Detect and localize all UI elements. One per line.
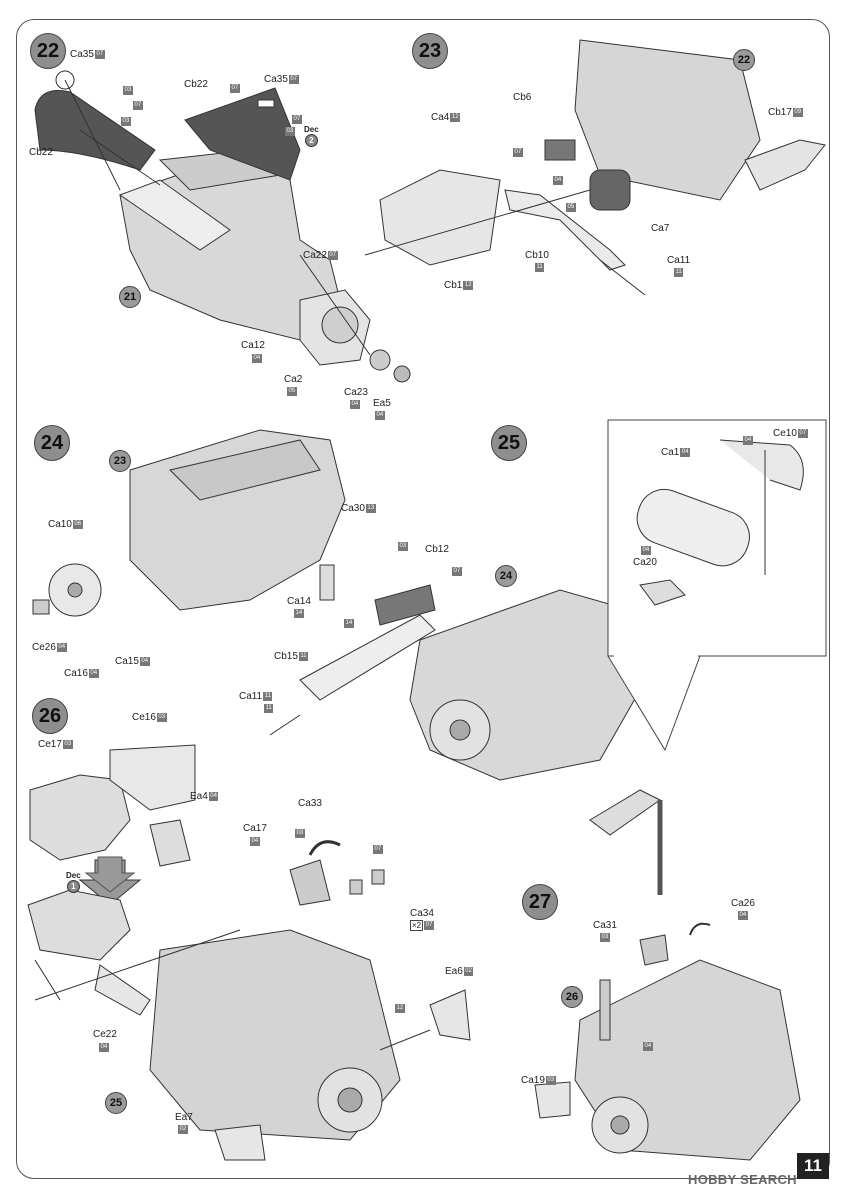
part-label: Ca11	[667, 255, 691, 266]
sub-step-ref: 26	[561, 986, 583, 1008]
decal-marker: Dec 2	[304, 125, 319, 147]
code-badge: 04	[743, 436, 753, 445]
part-label: Ca17	[243, 823, 267, 834]
sub-step-ref: 25	[105, 1092, 127, 1114]
sub-step-ref: 21	[119, 286, 141, 308]
watermark: HOBBY SEARCH	[688, 1172, 797, 1187]
part-label: Ca31	[593, 920, 617, 931]
code-badge: 14	[294, 609, 304, 618]
code-badge: 05	[566, 203, 576, 212]
code-badge: 07	[230, 84, 240, 93]
page-frame	[16, 19, 830, 1179]
part-label: Ea5	[373, 398, 391, 409]
code-badge: 11	[674, 268, 684, 277]
part-label: Cb22	[29, 147, 53, 158]
code-badge: 12	[395, 1004, 405, 1013]
sub-step-ref: 24	[495, 565, 517, 587]
part-label: Ca33	[298, 798, 322, 809]
part-label: Cb6	[513, 92, 532, 103]
code-badge: 03	[121, 117, 131, 126]
code-badge: 07	[373, 845, 383, 854]
code-badge: 04	[643, 1042, 653, 1051]
code-badge: 04	[553, 176, 563, 185]
part-label: Ea7	[175, 1112, 193, 1123]
code-badge: 11	[535, 263, 545, 272]
decal-marker: Dec 1	[66, 871, 81, 893]
part-label: Ca23	[344, 387, 368, 398]
code-badge: 04	[738, 911, 748, 920]
step27-engine-drawing	[534, 922, 801, 1161]
code-badge: 14	[344, 619, 354, 628]
step-number: 27	[522, 884, 558, 920]
step26-engine-drawing	[27, 744, 471, 1161]
code-badge: 07	[452, 567, 462, 576]
code-badge: 04	[641, 546, 651, 555]
code-badge: 03	[600, 933, 610, 942]
code-badge: 03	[285, 127, 295, 136]
part-label: Ce22	[93, 1029, 117, 1040]
step24-engine-drawing	[32, 429, 436, 736]
code-badge: 05	[287, 387, 297, 396]
step23-engine-drawing	[364, 39, 826, 296]
code-badge: 04	[250, 837, 260, 846]
part-label: Cb12	[425, 544, 449, 555]
step22-engine-drawing	[34, 70, 411, 383]
step-number: 25	[491, 425, 527, 461]
code-badge: 03	[398, 542, 408, 551]
part-label: Ca7	[651, 223, 670, 234]
code-badge: 04	[252, 354, 262, 363]
code-badge: 04	[375, 411, 385, 420]
code-badge: 03	[123, 86, 133, 95]
code-badge: 04	[99, 1043, 109, 1052]
step-number: 22	[30, 33, 66, 69]
code-badge: 04	[350, 400, 360, 409]
code-badge: 07	[292, 115, 302, 124]
code-badge: 07	[513, 148, 523, 157]
code-badge: 11	[264, 704, 274, 713]
part-label: Ca12	[241, 340, 265, 351]
part-label: Ca26	[731, 898, 755, 909]
step-number: 24	[34, 425, 70, 461]
sub-step-ref: 22	[733, 49, 755, 71]
code-badge: 07	[133, 101, 143, 110]
step-number: 23	[412, 33, 448, 69]
part-label: Ca20	[633, 557, 657, 568]
part-label: Cb10	[525, 250, 549, 261]
step25-engine-drawing	[409, 419, 827, 895]
down-arrow	[84, 856, 136, 893]
code-badge: 02	[178, 1125, 188, 1134]
part-label: Ca14	[287, 596, 311, 607]
sub-step-ref: 23	[109, 450, 131, 472]
part-label: Ca34	[410, 908, 434, 919]
page-number: 11	[797, 1153, 829, 1179]
part-label: Cb22	[184, 79, 208, 90]
part-label: Ca2	[284, 374, 303, 385]
code-badge: 03	[295, 829, 305, 838]
step-number: 26	[32, 698, 68, 734]
